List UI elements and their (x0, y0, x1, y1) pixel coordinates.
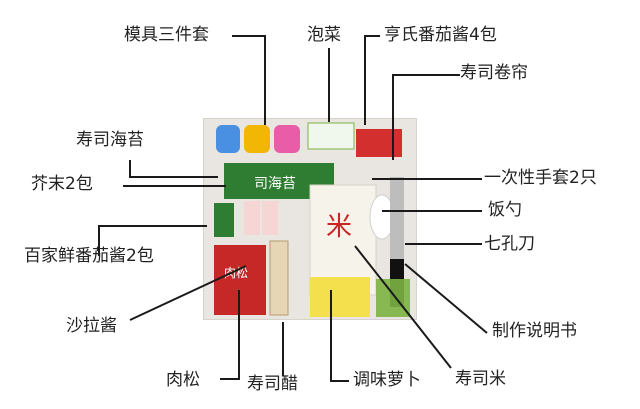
label-rice-spoon: 饭勺 (488, 200, 522, 220)
manual-icon (376, 279, 410, 317)
leader-manual (404, 263, 488, 334)
label-wasabi-2: 芥末2包 (31, 174, 93, 194)
wasabi-pack-icon (214, 203, 234, 237)
photo-illustration: 司海苔 米 肉松 (214, 122, 410, 317)
pork-floss-text: 肉松 (224, 266, 248, 280)
mold-yellow-icon (244, 125, 270, 153)
leader-radish (330, 290, 349, 382)
leader-tomato-2 (98, 225, 207, 256)
label-salad-sauce: 沙拉酱 (66, 316, 117, 336)
leader-sushi-mat (392, 74, 460, 160)
kimchi-pack-icon (307, 122, 355, 150)
leader-salad-sauce (129, 265, 247, 321)
leader-sushi-rice (354, 245, 452, 369)
nori-pack-text: 司海苔 (254, 175, 296, 192)
leader-tomato-4 (364, 35, 380, 125)
label-gloves-2: 一次性手套2只 (484, 168, 597, 188)
label-pork-floss: 肉松 (166, 370, 200, 390)
leader-mold-set (232, 35, 266, 125)
label-tomato-2: 百家鲜番茄酱2包 (24, 246, 154, 266)
sushi-kit-photo: 司海苔 米 肉松 (203, 118, 417, 320)
leader-sushi-nori (129, 160, 218, 178)
label-mold-set: 模具三件套 (124, 25, 209, 45)
label-tomato-4: 亨氏番茄酱4包 (384, 25, 497, 45)
mold-blue-icon (216, 125, 240, 153)
vinegar-bottle-icon (269, 240, 289, 316)
label-sushi-mat: 寿司卷帘 (460, 63, 528, 83)
sauce-pack-2-icon (262, 201, 278, 235)
label-sushi-vinegar: 寿司醋 (247, 374, 298, 394)
mold-pink-icon (274, 125, 300, 153)
rice-bag-text: 米 (326, 212, 352, 242)
label-kimchi: 泡菜 (307, 25, 341, 45)
label-manual: 制作说明书 (492, 321, 577, 341)
leader-pork-floss (220, 290, 240, 380)
radish-pack-icon (310, 277, 370, 317)
label-knife: 七孔刀 (484, 234, 535, 254)
label-sushi-nori: 寿司海苔 (76, 130, 144, 150)
label-sushi-rice: 寿司米 (455, 369, 506, 389)
label-radish: 调味萝卜 (353, 370, 421, 390)
sauce-pack-1-icon (244, 201, 260, 235)
ketchup-4-icon (356, 129, 402, 157)
